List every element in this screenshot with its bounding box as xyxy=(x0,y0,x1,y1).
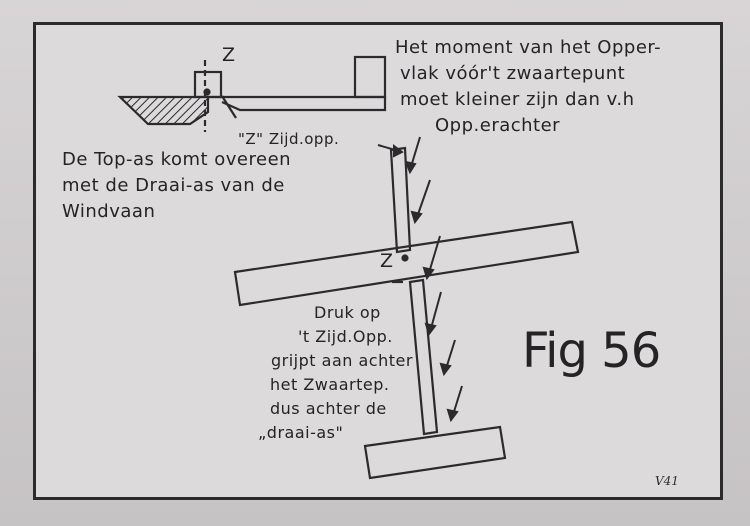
arrow-3 xyxy=(410,179,431,225)
side-area-label: "Z" Zijd.opp. xyxy=(238,130,340,148)
arrow-4 xyxy=(422,235,441,281)
tail-plane xyxy=(363,425,507,480)
plan-z-point xyxy=(401,254,409,262)
fuselage-side xyxy=(208,95,387,112)
note-moment-line-2: vlak vóór't zwaartepunt xyxy=(400,63,626,84)
note-axis-line-1: De Top-as komt overeen xyxy=(62,149,292,170)
note-axis-line-2: met de Draai-as van de xyxy=(62,175,285,196)
note-moment-line-1: Het moment van het Opper- xyxy=(395,37,662,58)
side-z-point xyxy=(203,88,211,96)
side-view xyxy=(117,55,387,132)
pressure-arrows xyxy=(377,136,463,423)
fuselage-rear xyxy=(408,278,439,436)
arrow-7 xyxy=(446,385,463,423)
note-moment-line-3: moet kleiner zijn dan v.h xyxy=(400,89,635,110)
note-axis-line-3: Windvaan xyxy=(62,201,156,222)
note-pressure-line-6: „draai-as" xyxy=(258,423,344,442)
signature: V41 xyxy=(655,474,679,488)
note-pressure-line-1: Druk op xyxy=(314,303,381,322)
wing xyxy=(233,220,580,307)
arrow-2 xyxy=(404,136,421,175)
arrow-5 xyxy=(424,291,442,337)
note-pressure-line-5: dus achter de xyxy=(270,399,387,418)
note-pressure-line-4: het Zwaartep. xyxy=(270,375,390,394)
arrow-6 xyxy=(439,339,456,377)
fuselage-front xyxy=(389,146,412,254)
plan-view-z-label: Z xyxy=(380,250,394,272)
tail-fin xyxy=(353,55,387,99)
note-moment-line-4: Opp.erachter xyxy=(435,115,561,136)
hatched-keel xyxy=(117,95,210,126)
note-pressure-line-2: 't Zijd.Opp. xyxy=(298,327,393,346)
figure-label: Fig 56 xyxy=(522,323,661,379)
arrow-1 xyxy=(377,144,404,158)
side-view-z-label: Z xyxy=(222,44,236,66)
pylon-block xyxy=(193,70,223,99)
note-pressure-line-3: grijpt aan achter xyxy=(271,351,413,370)
plan-view xyxy=(233,146,580,480)
